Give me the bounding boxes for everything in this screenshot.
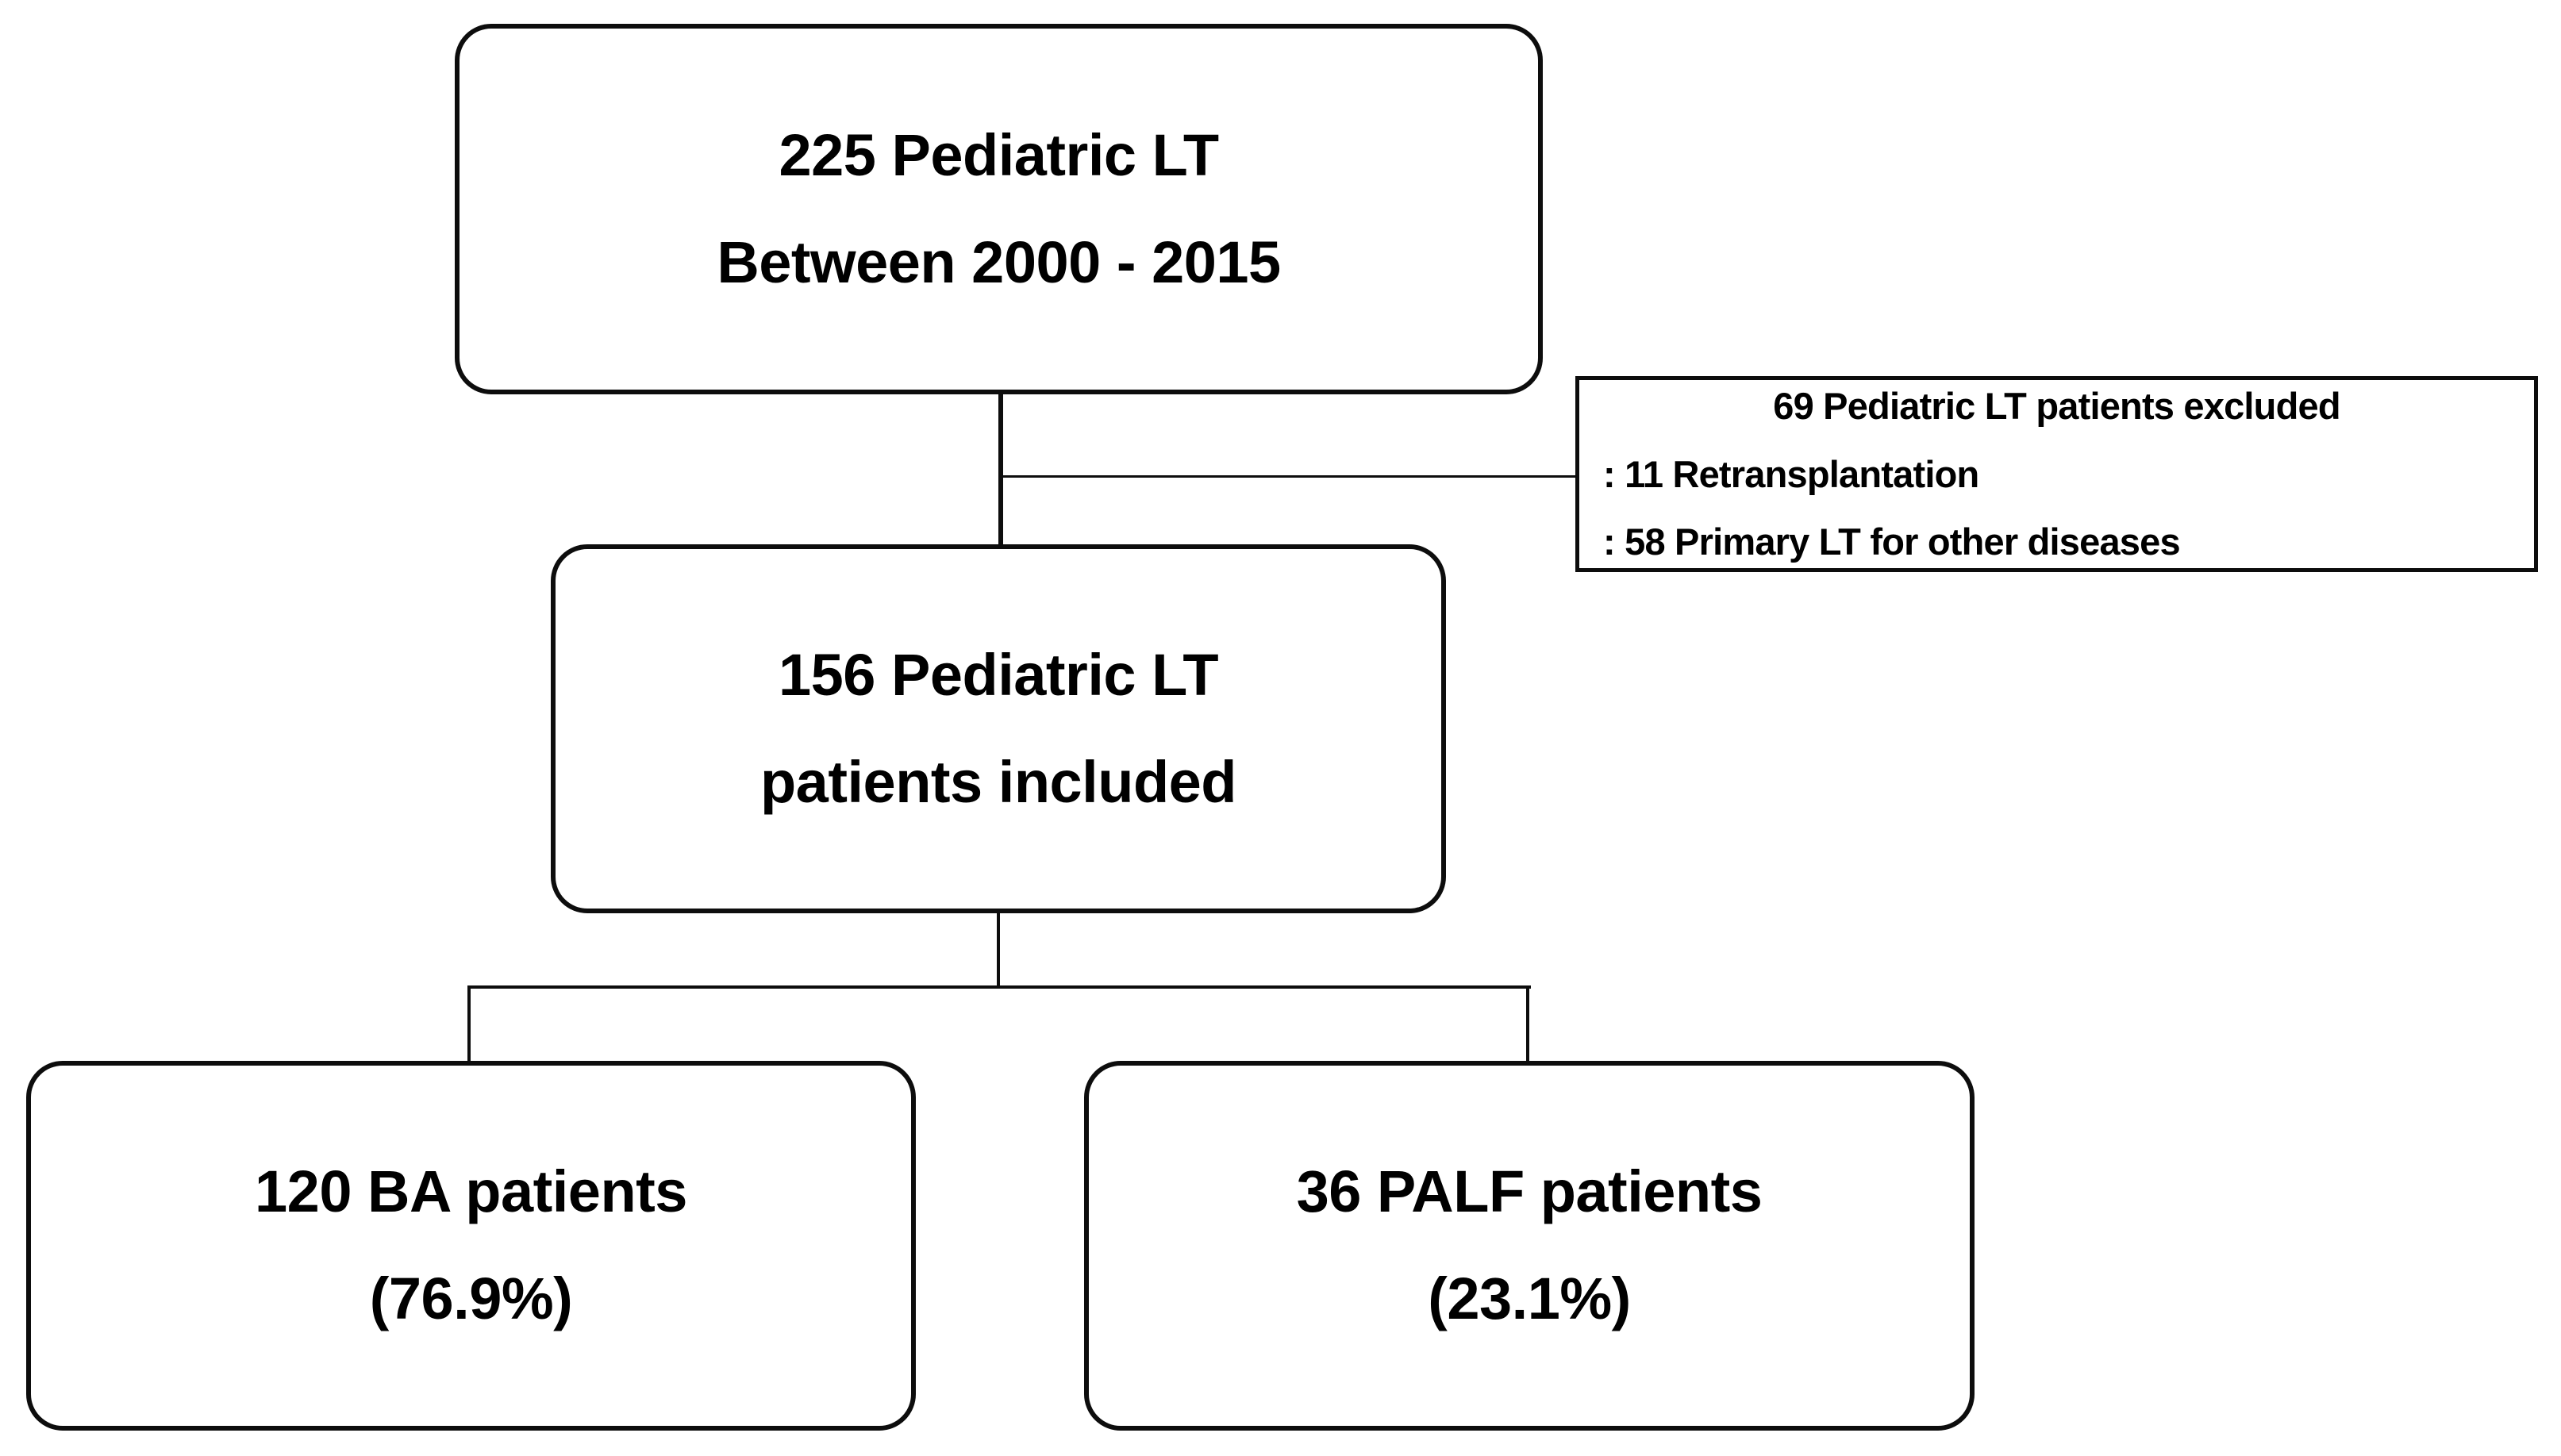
connector-to-group-ba [467, 985, 471, 1062]
total-cohort-line-1: 225 Pediatric LT [779, 121, 1219, 188]
node-group-ba: 120 BA patients (76.9%) [26, 1061, 916, 1431]
group-ba-line-2: (76.9%) [369, 1266, 573, 1331]
excluded-line-header: 69 Pediatric LT patients excluded [1773, 384, 2340, 427]
total-cohort-line-2: Between 2000 - 2015 [717, 229, 1281, 295]
connector-included-stem [997, 912, 1000, 988]
node-group-palf: 36 PALF patients (23.1%) [1084, 1061, 1975, 1431]
excluded-reason-other-diseases: : 58 Primary LT for other diseases [1603, 521, 2181, 563]
included-line-1: 156 Pediatric LT [778, 641, 1219, 708]
node-included: 156 Pediatric LT patients included [551, 544, 1446, 913]
connector-total-to-excluded [1000, 475, 1577, 478]
group-ba-line-1: 120 BA patients [255, 1158, 687, 1225]
connector-group-split-bar [469, 985, 1531, 989]
group-palf-line-1: 36 PALF patients [1296, 1158, 1763, 1225]
connector-total-to-included [998, 393, 1003, 546]
excluded-reason-retransplantation: : 11 Retransplantation [1603, 452, 1979, 495]
group-palf-line-2: (23.1%) [1428, 1266, 1631, 1331]
node-excluded: 69 Pediatric LT patients excluded : 11 R… [1575, 376, 2538, 572]
connector-to-group-palf [1526, 985, 1529, 1062]
included-line-2: patients included [759, 748, 1237, 815]
node-total-cohort: 225 Pediatric LT Between 2000 - 2015 [455, 24, 1543, 394]
